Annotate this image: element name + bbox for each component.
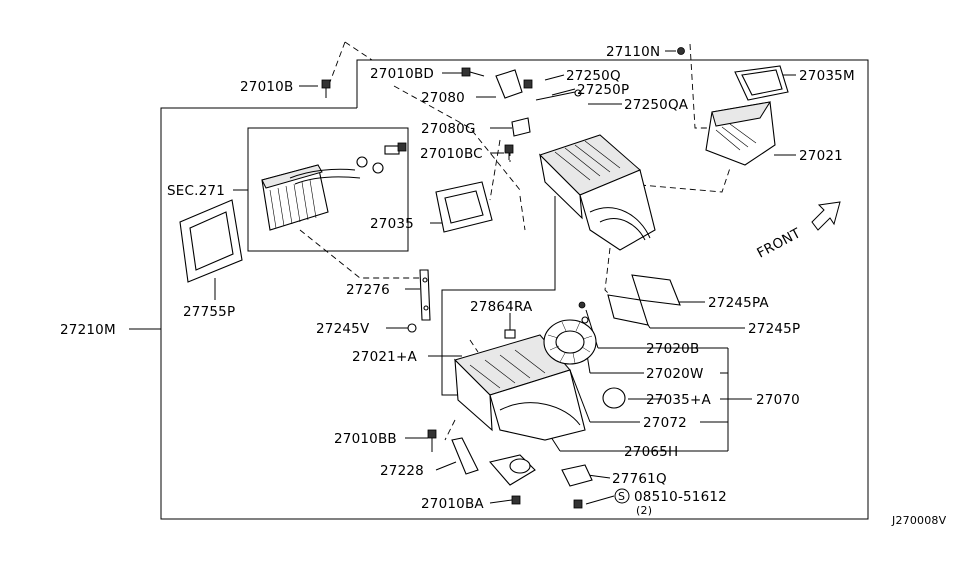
label-27864ra: 27864RA [470, 299, 533, 315]
blower-housing-lower [454, 329, 586, 441]
label-27020w: 27020W [646, 366, 704, 382]
label-27245pa: 27245PA [708, 295, 769, 311]
label-27080: 27080 [421, 90, 465, 106]
heater-unit-upper [539, 134, 656, 251]
part-labels: 27010B 27010BD 27250Q 27250P 27250QA 270… [60, 44, 947, 527]
blower-fan [543, 319, 597, 365]
motor-cap [602, 387, 626, 409]
label-27010b: 27010B [240, 79, 293, 95]
label-27010bd: 27010BD [370, 66, 434, 82]
label-27276: 27276 [346, 282, 390, 298]
label-27761q: 27761Q [612, 471, 667, 487]
leader-lines [129, 50, 796, 505]
label-27021: 27021 [799, 148, 843, 164]
filter-plates [607, 274, 681, 326]
screw-symbol-circle [614, 488, 630, 504]
bracket-27276 [419, 269, 431, 321]
label-27010bc: 27010BC [420, 146, 483, 162]
label-27072: 27072 [643, 415, 687, 431]
label-27110n: 27110N [606, 44, 660, 60]
duct-27021 [705, 101, 776, 166]
label-27080g: 27080G [421, 121, 476, 137]
label-27035a: 27035+A [646, 392, 711, 408]
bottom-hardware [427, 429, 593, 509]
label-27021a: 27021+A [352, 349, 417, 365]
label-sec271: SEC.271 [167, 183, 225, 199]
label-27065h: 27065H [624, 444, 678, 460]
diagram-code: J270008V [891, 514, 947, 527]
front-label: FRONT [754, 225, 804, 262]
label-27070: 27070 [756, 392, 800, 408]
label-27010bb: 27010BB [334, 431, 397, 447]
nut-27020b [578, 301, 586, 309]
seal-27035m [734, 65, 789, 101]
label-27228: 27228 [380, 463, 424, 479]
washer-27020w [581, 316, 589, 324]
label-27250qa: 27250QA [624, 97, 689, 113]
top-hardware [321, 47, 685, 160]
evaporator-core [261, 142, 407, 231]
label-27010ba: 27010BA [421, 496, 484, 512]
label-27250q: 27250Q [566, 68, 621, 84]
label-08510: 08510-51612 [634, 489, 727, 505]
screw-symbol: S [618, 490, 625, 503]
gasket-27755p [179, 199, 243, 283]
clip-27245v [407, 323, 417, 333]
label-27755p: 27755P [183, 304, 235, 320]
label-27020b: 27020B [646, 341, 699, 357]
label-27245p: 27245P [748, 321, 800, 337]
label-27210m: 27210M [60, 322, 116, 338]
label-27245v: 27245V [316, 321, 370, 337]
label-27250p: 27250P [577, 82, 629, 98]
label-27035: 27035 [370, 216, 414, 232]
seal-27035 [435, 181, 493, 233]
label-27035m: 27035M [799, 68, 855, 84]
label-qty: (2) [636, 504, 652, 517]
front-arrow [811, 201, 841, 231]
assembly-frame [160, 59, 869, 520]
